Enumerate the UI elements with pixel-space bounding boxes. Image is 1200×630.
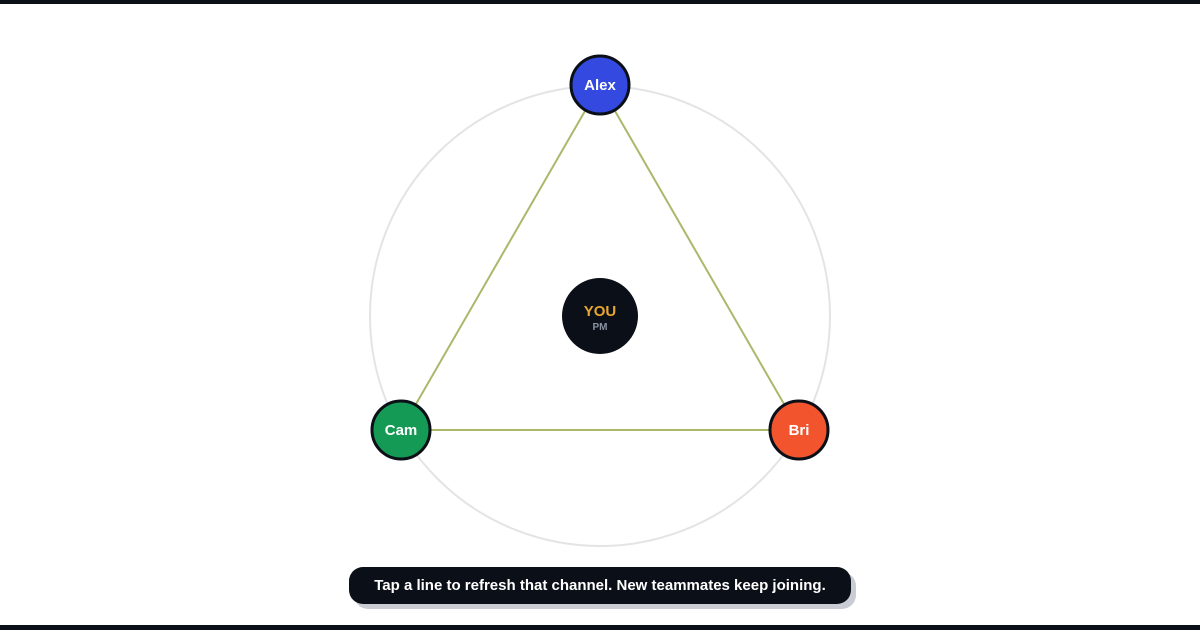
- channel-lines: [400, 84, 800, 431]
- channel-line-alex-bri[interactable]: [599, 84, 800, 431]
- teammate-node-cam: Cam: [370, 399, 432, 461]
- you-role: PM: [593, 322, 608, 333]
- teammate-node-alex: Alex: [569, 54, 631, 116]
- teammate-name-bri: Bri: [789, 422, 810, 439]
- teammate-name-alex: Alex: [584, 77, 616, 94]
- hint-banner: Tap a line to refresh that channel. New …: [349, 567, 851, 604]
- teammate-avatar-alex: [569, 54, 631, 116]
- you-label: YOU: [584, 303, 617, 320]
- bottom-border: [0, 625, 1200, 630]
- you-avatar: [562, 278, 638, 354]
- teammate-avatar-cam: [370, 399, 432, 461]
- teammate-name-cam: Cam: [385, 422, 418, 439]
- teammate-node-bri: Bri: [768, 399, 830, 461]
- top-border: [0, 0, 1200, 4]
- center-node: YOU PM: [562, 278, 638, 354]
- teammate-avatar-bri: [768, 399, 830, 461]
- channel-line-cam-alex[interactable]: [400, 84, 601, 431]
